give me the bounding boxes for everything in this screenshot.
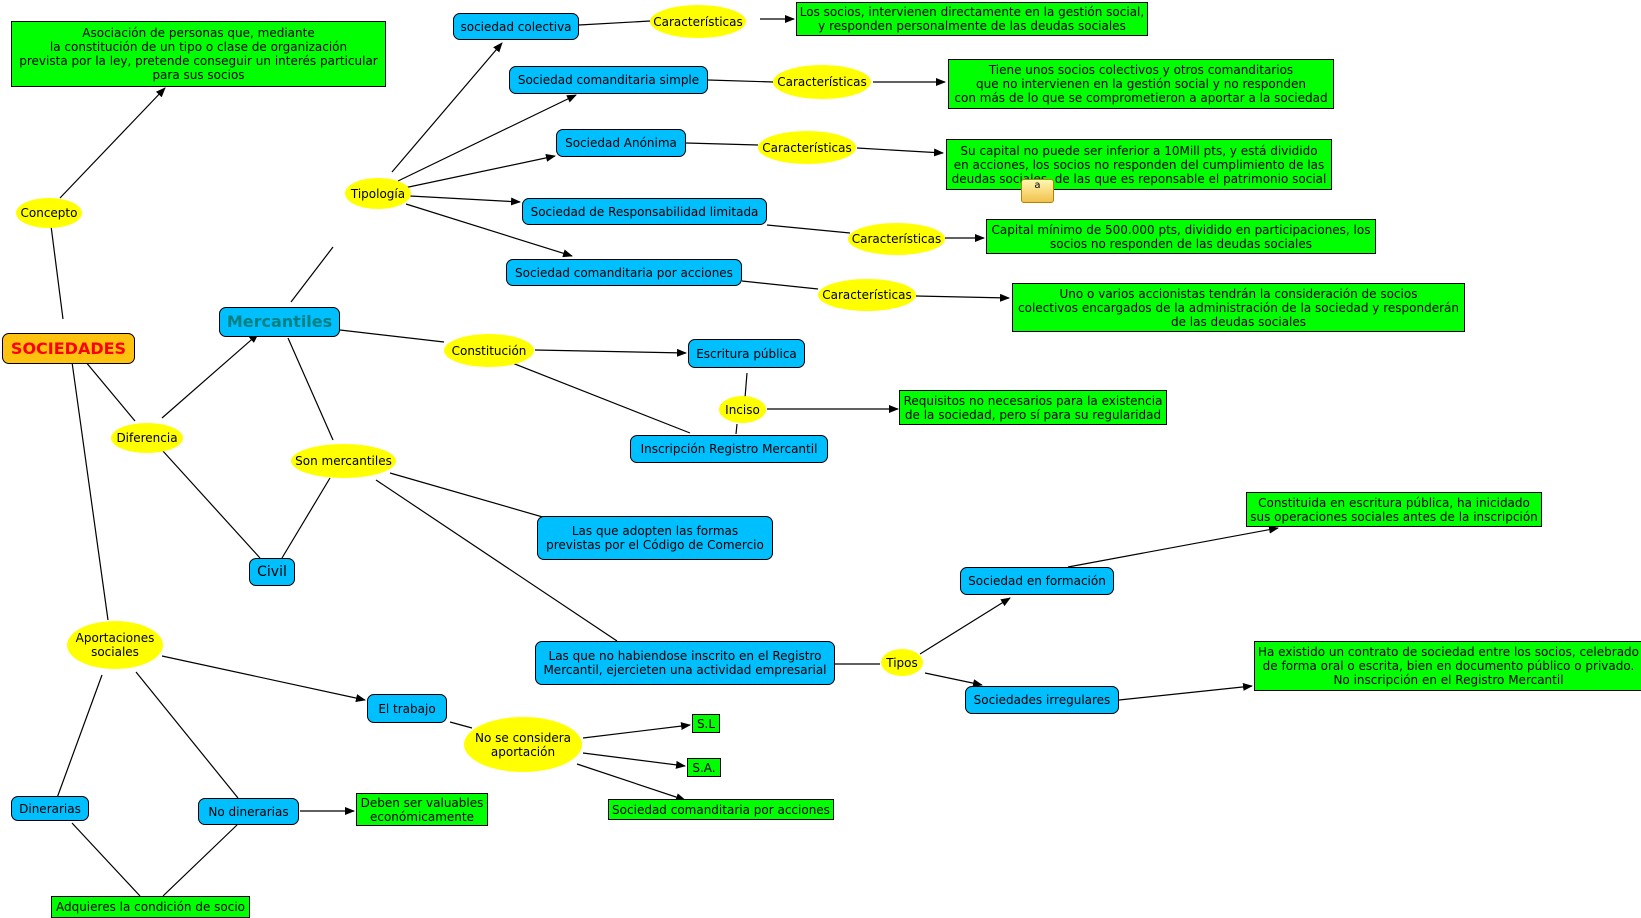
caracteristicas-link-2[interactable]: Características [773,65,871,99]
sa-box[interactable]: S.A. [687,758,721,777]
el-trabajo[interactable]: El trabajo [367,694,447,723]
comanditaria-simple-description[interactable]: Tiene unos socios colectivos y otros com… [948,59,1334,109]
concepto-definition[interactable]: Asociación de personas que, mediante la … [11,21,386,87]
sociedad-comanditaria-por-acciones[interactable]: Sociedad comanditaria por acciones [506,259,742,286]
sociedad-comanditaria-simple[interactable]: Sociedad comanditaria simple [509,66,708,94]
tipologia-link[interactable]: Tipología [345,178,411,209]
sociedad-colectiva[interactable]: sociedad colectiva [453,13,579,40]
no-inscritas-actividad[interactable]: Las que no habiendose inscrito en el Reg… [535,641,835,685]
inciso-link[interactable]: Inciso [719,396,766,423]
constitucion-link[interactable]: Constitución [444,334,534,367]
sociedades-irregulares[interactable]: Sociedades irregulares [965,686,1119,714]
formas-codigo-comercio[interactable]: Las que adopten las formas previstas por… [537,516,773,560]
inciso-description[interactable]: Requisitos no necesarios para la existen… [899,390,1167,425]
sociedad-anonima[interactable]: Sociedad Anónima [556,129,686,157]
note-icon[interactable]: a [1021,179,1054,203]
escritura-publica[interactable]: Escritura pública [688,339,805,368]
concepto-link[interactable]: Concepto [16,198,82,228]
irregulares-description[interactable]: Ha existido un contrato de sociedad entr… [1254,641,1641,691]
valuables-economicamente[interactable]: Deben ser valuables económicamente [356,793,488,826]
caracteristicas-link-1[interactable]: Características [650,5,746,38]
sociedad-en-formacion[interactable]: Sociedad en formación [960,567,1114,595]
tipos-link[interactable]: Tipos [881,649,923,676]
condicion-de-socio[interactable]: Adquieres la condición de socio [51,896,250,918]
anonima-description[interactable]: Su capital no puede ser inferior a 10Mil… [946,139,1332,190]
mercantiles-concept[interactable]: Mercantiles [219,307,340,337]
no-dinerarias[interactable]: No dinerarias [198,798,299,825]
comanditaria-acciones-description[interactable]: Uno o varios accionistas tendrán la cons… [1012,283,1465,332]
no-se-considera-aportacion-link[interactable]: No se considera aportación [464,717,582,772]
civil-concept[interactable]: Civil [249,558,295,586]
aportaciones-sociales-link[interactable]: Aportaciones sociales [67,621,163,669]
sociedades-root[interactable]: SOCIEDADES [2,333,135,364]
responsabilidad-limitada-description[interactable]: Capital mínimo de 500.000 pts, dividido … [986,219,1376,254]
formacion-description[interactable]: Constituida en escritura pública, ha ini… [1246,492,1542,527]
caracteristicas-link-3[interactable]: Características [758,131,856,164]
inscripcion-registro-mercantil[interactable]: Inscripción Registro Mercantil [630,435,828,463]
sl-box[interactable]: S.L [692,714,720,733]
caracteristicas-link-5[interactable]: Características [818,279,916,311]
diferencia-link[interactable]: Diferencia [111,423,183,453]
sociedad-responsabilidad-limitada[interactable]: Sociedad de Responsabilidad limitada [522,198,767,225]
colectiva-description[interactable]: Los socios, intervienen directamente en … [796,2,1148,36]
dinerarias[interactable]: Dinerarias [11,796,89,821]
caracteristicas-link-4[interactable]: Características [848,223,945,255]
comanditaria-acciones-box[interactable]: Sociedad comanditaria por acciones [608,799,834,820]
son-mercantiles-link[interactable]: Son mercantiles [291,444,396,478]
